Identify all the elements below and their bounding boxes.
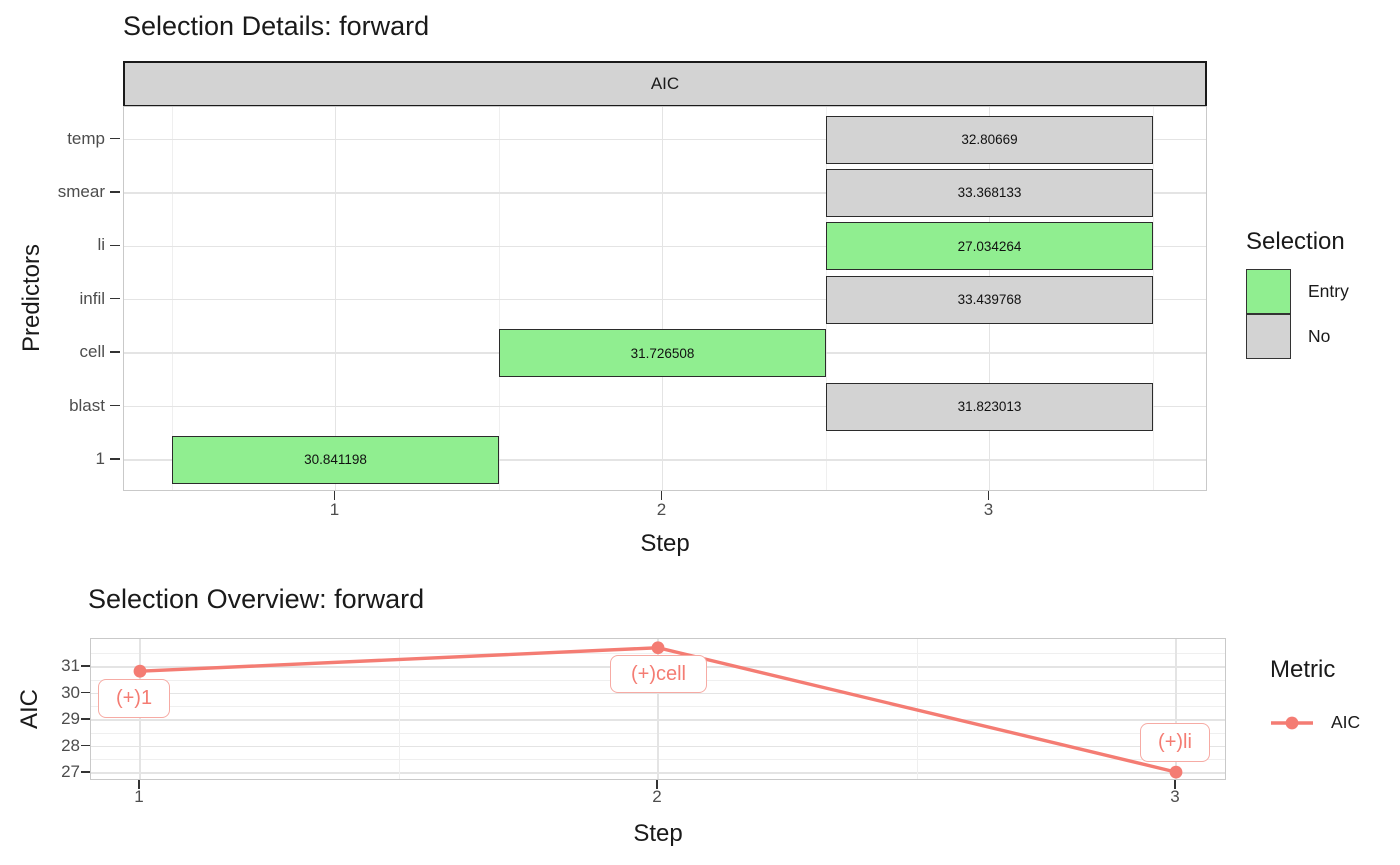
aic-line-key-icon [1271,716,1313,729]
tile-value-label: 30.841198 [304,452,367,468]
overview-x-tick-label: 3 [1170,787,1180,806]
details-x-axis-title: Step [640,530,690,557]
metric-legend: Metric AIC [1270,656,1360,733]
details-y-tick-label: li [97,235,105,255]
overview-y-tick-mark [81,744,90,747]
entry-color-swatch [1246,269,1291,314]
details-y-tick-mark [110,458,120,460]
gridline-major-v [334,107,337,490]
legend-no-row: No [1246,314,1349,359]
tile-value-label: 31.823013 [957,399,1022,414]
details-y-tick-label: smear [57,181,105,201]
details-y-tick-label: infil [79,288,105,308]
aic-line-series [133,641,1183,779]
overview-x-axis-title: Step [633,820,683,847]
details-y-tick-label: cell [79,342,105,362]
gridline-major-h [124,138,1206,141]
details-y-tick-mark [110,297,120,300]
overview-y-tick-mark [81,665,90,667]
tile-infil: 33.439768 [826,275,1153,324]
gridline-major-h [124,405,1206,408]
aic-data-point [651,641,665,655]
details-x-tick-mark [660,491,663,500]
tile-1: 30.841198 [172,435,499,484]
legend-entry-row: Entry [1246,269,1349,314]
gridline-minor-v [498,107,500,490]
aic-data-point [133,664,147,678]
point-label-0: (+)1 [98,679,170,718]
tile-cell: 31.726508 [499,329,826,378]
gridline-minor-v [398,639,400,779]
details-y-tick-mark [110,137,120,140]
overview-y-tick-mark [81,718,90,720]
gridline-major-v [661,107,664,490]
point-label-2: (+)li [1140,723,1210,762]
legend-aic-label: AIC [1331,712,1361,732]
details-x-tick-mark [333,491,336,500]
gridline-major-v [657,639,659,779]
overview-y-tick-label: 29 [61,709,80,728]
details-y-tick-mark [110,244,120,247]
overview-x-tick-label: 2 [652,787,662,806]
details-y-tick-mark [110,191,120,193]
overview-y-axis-title: AIC [16,688,43,730]
tile-smear: 33.368133 [826,168,1153,217]
metric-legend-title: Metric [1270,656,1336,683]
gridline-major-h [124,192,1206,194]
overview-x-tick-mark [656,780,658,789]
overview-y-tick-label: 31 [61,656,80,675]
overview-y-tick-label: 27 [61,762,80,781]
gridline-major-h [124,298,1206,301]
overview-x-tick-label: 1 [134,787,144,806]
gridline-major-v [1175,639,1177,779]
details-x-tick-mark [987,491,990,500]
overview-y-tick-label: 28 [61,735,80,755]
overview-chart-title: Selection Overview: forward [88,584,425,614]
overview-y-tick-mark [81,771,90,773]
tile-blast: 31.823013 [826,382,1153,431]
details-y-tick-label: temp [67,128,105,148]
overview-y-tick-label: 30 [61,682,80,702]
gridline-minor-v [171,107,173,490]
details-y-tick-label: blast [69,395,105,415]
details-y-tick-mark [110,351,120,353]
facet-strip-label: AIC [650,74,680,93]
tile-value-label: 32.80669 [961,132,1018,147]
gridline-major-h [124,245,1206,248]
details-chart-title: Selection Details: forward [123,11,430,41]
overview-y-tick-mark [81,691,90,694]
gridline-minor-v [1152,107,1154,490]
no-color-swatch [1246,314,1291,359]
details-y-tick-label: 1 [95,448,105,468]
facet-strip: AIC [123,61,1207,107]
overview-x-tick-mark [1174,780,1176,789]
tile-value-label: 33.368133 [957,185,1022,201]
selection-legend: Selection Entry No [1246,228,1349,359]
gridline-major-h [124,459,1206,461]
tile-value-label: 27.034264 [957,238,1022,254]
legend-no-label: No [1308,326,1331,346]
overview-x-tick-mark [138,780,140,789]
details-panel: 32.80669 33.368133 27.034264 33.439768 31.72… [123,106,1207,491]
details-x-tick-label: 2 [656,500,667,519]
tile-temp: 32.80669 [826,115,1153,164]
details-x-tick-label: 3 [983,500,994,519]
point-label-1: (+)cell [610,655,707,693]
tile-value-label: 33.439768 [957,292,1022,308]
details-y-axis-title: Predictors [18,243,45,353]
legend-aic-row: AIC [1270,712,1360,733]
details-x-tick-label: 1 [329,500,340,519]
tile-li: 27.034264 [826,222,1153,271]
details-y-tick-mark [110,404,120,407]
legend-entry-label: Entry [1308,281,1349,301]
selection-legend-title: Selection [1246,228,1345,255]
aic-data-point [1169,765,1183,779]
tile-value-label: 31.726508 [630,345,695,361]
